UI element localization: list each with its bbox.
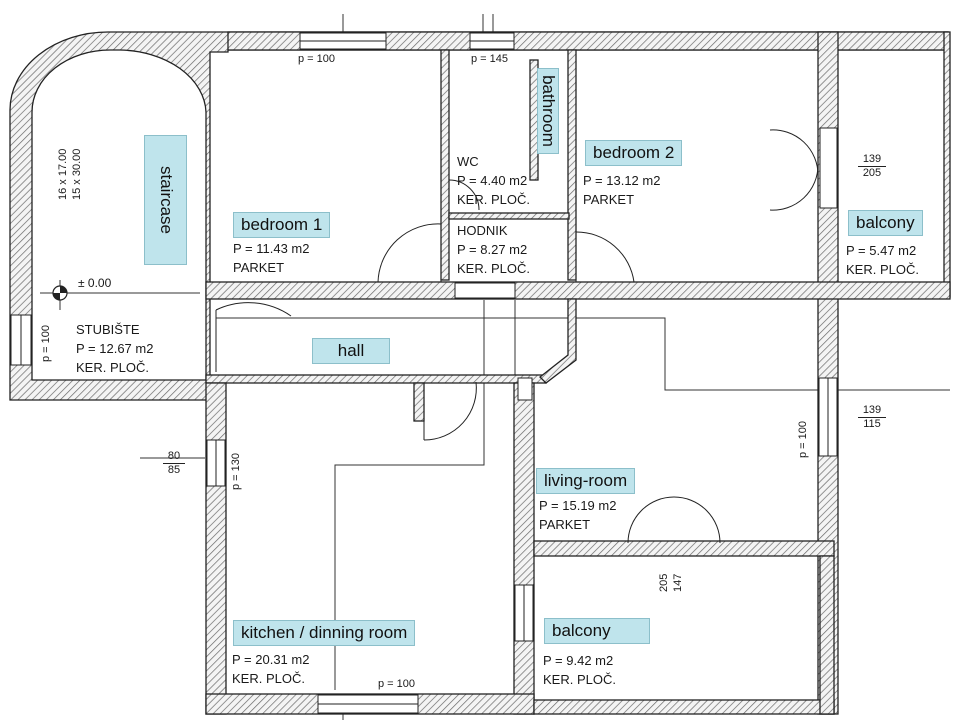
hodnik-info: HODNIK P = 8.27 m2 KER. PLOČ. [457, 221, 530, 278]
bedroom1-floor: PARKET [233, 260, 285, 275]
kitchen-area: P = 20.31 m2 [232, 652, 310, 667]
opening-left: p = 100 [40, 324, 52, 362]
bathroom-label: bathroom [537, 68, 559, 154]
opening-bottom: p = 100 [378, 678, 416, 690]
living-floor: PARKET [539, 517, 591, 532]
staircase-area: P = 12.67 m2 [76, 341, 154, 356]
door-living-dim-1: 205 [658, 573, 670, 592]
bedroom1-area: P = 11.43 m2 [233, 241, 310, 256]
opening-top-left: p = 100 [298, 53, 336, 65]
opening-kitchen-left: p = 130 [230, 452, 242, 490]
wc-info: WC P = 4.40 m2 KER. PLOČ. [457, 152, 530, 209]
wc-area: P = 4.40 m2 [457, 173, 528, 188]
door-living-dim-2: 147 [672, 573, 684, 592]
living-area: P = 15.19 m2 [539, 498, 617, 513]
kitchen-info: P = 20.31 m2 KER. PLOČ. [232, 650, 309, 688]
hall-label: hall [312, 338, 390, 364]
door-swings [215, 129, 819, 544]
bedroom2-floor: PARKET [583, 192, 635, 207]
wc-floor: KER. PLOČ. [457, 192, 530, 207]
opening-top-mid: p = 145 [471, 53, 509, 65]
walls [9, 31, 951, 715]
hodnik-name: HODNIK [457, 223, 508, 238]
balcony2-floor: KER. PLOČ. [543, 672, 616, 687]
frac-kitchen-top: 80 [163, 450, 185, 464]
windows [10, 32, 838, 714]
bedroom2-label: bedroom 2 [585, 140, 683, 166]
bedroom1-label: bedroom 1 [233, 212, 331, 238]
balcony1-area: P = 5.47 m2 [846, 243, 917, 258]
frac-living-top: 139 [858, 404, 886, 418]
frac-living-bottom: 115 [863, 418, 881, 430]
opening-living-right: p = 100 [797, 420, 809, 458]
staircase-info: STUBIŠTE P = 12.67 m2 KER. PLOČ. [76, 320, 153, 377]
living-info: P = 15.19 m2 PARKET [539, 496, 616, 534]
stair-dimension-2: 15 x 30.00 [71, 148, 83, 200]
frac-bedroom2-bottom: 205 [862, 167, 882, 179]
stair-dimension-1: 16 x 17.00 [57, 148, 69, 200]
staircase-floor: KER. PLOČ. [76, 360, 149, 375]
hodnik-floor: KER. PLOČ. [457, 261, 530, 276]
frac-kitchen-bottom: 85 [167, 464, 181, 476]
kitchen-floor: KER. PLOČ. [232, 671, 305, 686]
balcony2-info: P = 9.42 m2 KER. PLOČ. [543, 651, 616, 689]
bedroom2-info: P = 13.12 m2 PARKET [583, 171, 660, 209]
axis-lines [40, 14, 950, 720]
balcony1-info: P = 5.47 m2 KER. PLOČ. [846, 241, 919, 279]
kitchen-label: kitchen / dinning room [233, 620, 416, 646]
balcony2-area: P = 9.42 m2 [543, 653, 614, 668]
level-mark: ± 0.00 [78, 276, 112, 290]
staircase-name: STUBIŠTE [76, 322, 140, 337]
hodnik-area: P = 8.27 m2 [457, 242, 528, 257]
frac-bedroom2-top: 139 [858, 153, 886, 167]
living-room-label: living-room [536, 468, 636, 494]
level-marker-icon [52, 285, 68, 301]
bedroom1-info: P = 11.43 m2 PARKET [233, 239, 310, 277]
balcony1-floor: KER. PLOČ. [846, 262, 919, 277]
fraction-living: 139 115 [858, 404, 886, 431]
wc-name: WC [457, 154, 479, 169]
balcony2-label: balcony [544, 618, 650, 644]
balcony1-label: balcony [848, 210, 923, 236]
fraction-kitchen: 80 85 [163, 450, 185, 477]
fraction-bedroom2: 139 205 [858, 153, 886, 180]
staircase-label: staircase [144, 135, 187, 265]
bedroom2-area: P = 13.12 m2 [583, 173, 661, 188]
